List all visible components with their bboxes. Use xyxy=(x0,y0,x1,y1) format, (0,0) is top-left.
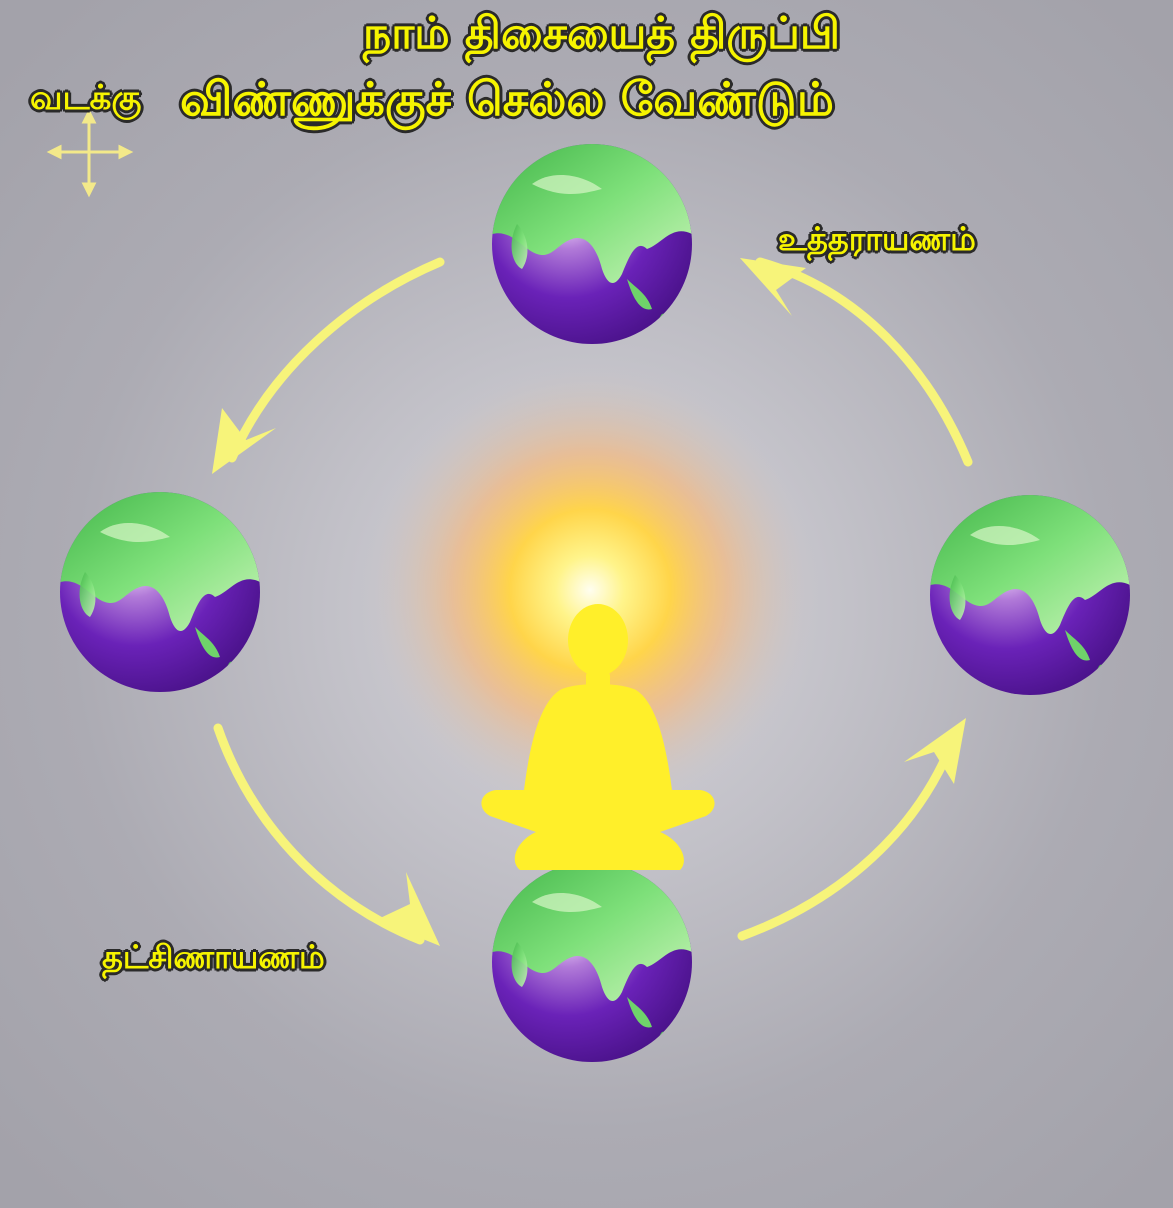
title-line-2: விண்ணுக்குச் செல்ல வேண்டும் xyxy=(180,72,834,133)
north-direction-label: வடக்கு xyxy=(30,78,141,122)
arrow-bottom-to-right xyxy=(742,735,955,936)
earth-globe-icon-top xyxy=(492,144,692,344)
arrow-top-to-left xyxy=(232,262,440,458)
arrow-right-to-top xyxy=(760,262,968,462)
earth-globe-icon-left xyxy=(60,492,260,692)
dakshinayanam-label: தட்சிணாயணம் xyxy=(102,938,325,980)
earth-globe-icon-right xyxy=(930,495,1130,695)
earth-globe-icon-bottom xyxy=(492,862,692,1062)
arrow-left-to-bottom xyxy=(218,728,420,940)
arrowhead-left xyxy=(212,408,276,474)
compass-cross-icon xyxy=(50,112,130,194)
uttarayanam-label: உத்தராயணம் xyxy=(778,220,976,262)
arrowhead-top xyxy=(740,258,806,316)
title-line-1: நாம் திசையைத் திருப்பி xyxy=(0,8,1173,65)
